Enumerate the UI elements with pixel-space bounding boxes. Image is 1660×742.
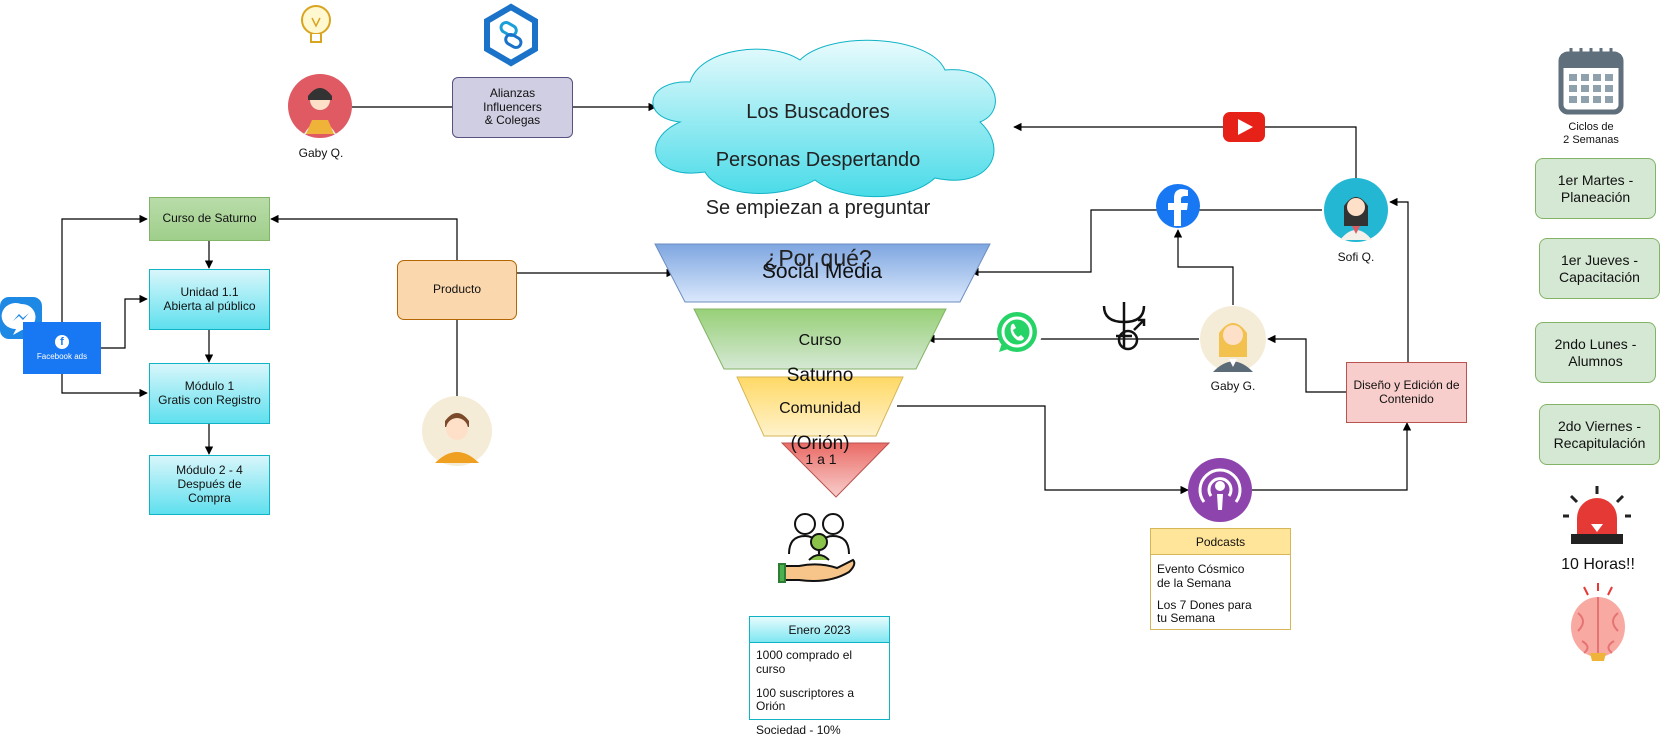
trident-symbol-icon xyxy=(1102,302,1146,351)
podcasts-list: Podcasts Evento Cósmico de la Semana Los… xyxy=(1150,528,1291,630)
facebook-ads-logo-icon: f xyxy=(55,334,69,349)
gaby-q-avatar xyxy=(288,74,352,138)
one-on-one-label: 1 a 1 xyxy=(805,451,837,467)
edge-podcast-diseno xyxy=(1252,422,1412,491)
funnel-comunidad xyxy=(736,376,904,437)
podcasts-item-2: Los 7 Dones para tu Semana xyxy=(1157,597,1252,626)
podcasts-item-1: Evento Cósmico de la Semana xyxy=(1157,562,1245,590)
sofi-q-avatar xyxy=(1324,178,1388,242)
facebook-ads-label: Facebook ads xyxy=(36,351,88,361)
cloud-line-1: Los Buscadores xyxy=(746,101,890,123)
cycle-item-4[interactable]: 2do Viernes - Recapitulación xyxy=(1539,404,1660,465)
modulo1-node[interactable]: Módulo 1 Gratis con Registro xyxy=(149,363,270,424)
podcast-icon xyxy=(1188,458,1252,522)
modulo2-node[interactable]: Módulo 2 - 4 Después de Compra xyxy=(149,455,270,515)
calendar-icon xyxy=(1558,48,1624,115)
goals-list: Enero 2023 1000 comprado el curso 100 su… xyxy=(749,616,890,737)
diseno-node[interactable]: Diseño y Edición de Contenido xyxy=(1346,362,1467,423)
family-care-icon xyxy=(778,513,856,583)
funnel-one-on-one xyxy=(780,442,891,498)
youtube-icon xyxy=(1223,112,1265,142)
edge-ads-modulo1 xyxy=(61,374,148,398)
alert-text: 10 Horas!! xyxy=(1561,556,1635,573)
cloud-line-3: Se empiezan a preguntar xyxy=(705,197,931,219)
facebook-icon xyxy=(1156,184,1200,228)
edge-diseno-sofi xyxy=(1389,197,1409,362)
curso-line-1: Curso xyxy=(798,332,842,350)
partnership-icon xyxy=(484,3,538,67)
connectors xyxy=(61,102,1412,495)
edge-gabyg-facebook xyxy=(1173,229,1234,305)
cycle-item-2[interactable]: 1er Jueves - Capacitación xyxy=(1539,238,1660,299)
cloud-line-4: ¿Por qué? xyxy=(764,245,872,271)
cycle-item-3[interactable]: 2ndo Lunes - Alumnos xyxy=(1535,322,1656,383)
curso-saturno-label: Curso Saturno xyxy=(720,317,920,402)
alianzas-node[interactable]: Alianzas Influencers & Colegas xyxy=(452,77,573,138)
funnel-social-media xyxy=(654,243,991,303)
curso-saturno-node[interactable]: Curso de Saturno xyxy=(149,197,270,241)
goals-item-1: 1000 comprado el curso xyxy=(756,648,853,676)
edge-sofi-cloud xyxy=(1013,122,1357,182)
cloud-line-2: Personas Despertando xyxy=(715,149,921,171)
sofi-q-label: Sofi Q. xyxy=(1337,250,1375,264)
brain-icon xyxy=(1571,583,1625,661)
goals-item-3: Sociedad - 10% xyxy=(756,723,841,738)
comunidad-label: Comunidad (Orión) xyxy=(760,385,880,470)
cloud-shape xyxy=(652,39,996,198)
unidad-node[interactable]: Unidad 1.1 Abierta al público xyxy=(149,269,270,330)
edge-sofi-socialmedia xyxy=(970,209,1322,277)
social-media-label: Social Media xyxy=(761,260,883,283)
goals-header: Enero 2023 xyxy=(750,617,889,643)
goals-item-2: 100 suscriptores a Orión xyxy=(756,685,855,714)
cloud-text: Los Buscadores Personas Despertando Se e… xyxy=(668,76,968,294)
edge-ads-unidad xyxy=(101,294,148,349)
whatsapp-icon xyxy=(997,309,1044,352)
producto-node[interactable]: Producto xyxy=(397,260,517,320)
cycle-item-1[interactable]: 1er Martes - Planeación xyxy=(1535,158,1656,219)
edge-comunidad-podcast xyxy=(897,405,1189,495)
diagram-canvas xyxy=(0,3,1631,661)
siren-icon xyxy=(1563,486,1631,544)
funnel-curso-saturno xyxy=(693,308,947,370)
podcasts-header: Podcasts xyxy=(1151,529,1290,555)
curso-line-2: Saturno xyxy=(786,364,854,386)
edge-producto-curso xyxy=(270,214,458,260)
edge-diseno-gabyg xyxy=(1267,334,1346,393)
calendar-caption: Ciclos de 2 Semanas xyxy=(1563,121,1619,147)
gaby-q-label: Gaby Q. xyxy=(298,146,344,160)
edge-ads-curso xyxy=(61,214,148,322)
gaby-g-label: Gaby G. xyxy=(1210,379,1256,393)
comunidad-line-2: (Orión) xyxy=(790,432,850,454)
comunidad-line-1: Comunidad xyxy=(779,400,861,418)
gaby-g-avatar xyxy=(1200,306,1266,372)
lightbulb-icon xyxy=(301,5,331,43)
producto-person-avatar xyxy=(422,396,492,466)
facebook-ads-badge[interactable]: f Facebook ads xyxy=(23,322,101,374)
